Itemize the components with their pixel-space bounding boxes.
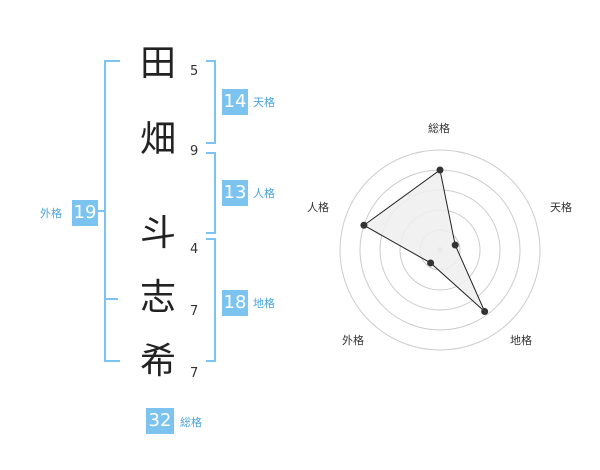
radar-point-5 (360, 221, 368, 229)
stroke-count-2: 9 (190, 144, 199, 159)
radar-grid-ring (339, 149, 541, 351)
jinkaku-label: 人格 (253, 187, 275, 200)
radar-axis-label-tenkaku: 天格 (550, 201, 572, 214)
gaikaku-bracket (104, 60, 120, 362)
chikaku-label: 地格 (253, 297, 275, 310)
radar-axis-label-gaikaku: 外格 (342, 334, 364, 347)
stroke-count-3: 4 (190, 242, 199, 257)
name-char-1: 田 (139, 43, 176, 84)
stroke-count-4: 7 (190, 304, 199, 319)
tenkaku-value: 14 (222, 89, 248, 115)
stroke-count-5: 7 (190, 366, 199, 381)
name-char-5: 希 (139, 341, 176, 382)
tenkaku-label: 天格 (253, 96, 275, 109)
radar-axis-label-chikaku: 地格 (510, 334, 532, 347)
radar-point-2 (451, 241, 459, 249)
jinkaku-bracket (206, 152, 216, 234)
chikaku-bracket (206, 238, 216, 362)
chikaku-value: 18 (222, 290, 248, 316)
radar-axis-label-jinkaku: 人格 (307, 201, 329, 214)
tenkaku-bracket (206, 60, 216, 144)
gaikaku-split (104, 298, 118, 300)
soukaku-value: 32 (146, 408, 174, 434)
radar-point-1 (436, 166, 444, 174)
radar-area (362, 169, 486, 312)
name-char-3: 斗 (139, 213, 176, 254)
name-char-4: 志 (139, 277, 176, 318)
soukaku-label: 総格 (180, 416, 202, 429)
radar-point-3 (481, 307, 489, 315)
radar-axis-label-soukaku: 総格 (428, 122, 450, 135)
gaikaku-value: 19 (72, 200, 98, 226)
gaikaku-tick (96, 210, 104, 212)
name-char-2: 畑 (139, 119, 176, 160)
gaikaku-label: 外格 (40, 207, 62, 220)
stroke-count-1: 5 (190, 64, 199, 79)
radar-point-4 (427, 259, 435, 267)
jinkaku-value: 13 (222, 180, 248, 206)
